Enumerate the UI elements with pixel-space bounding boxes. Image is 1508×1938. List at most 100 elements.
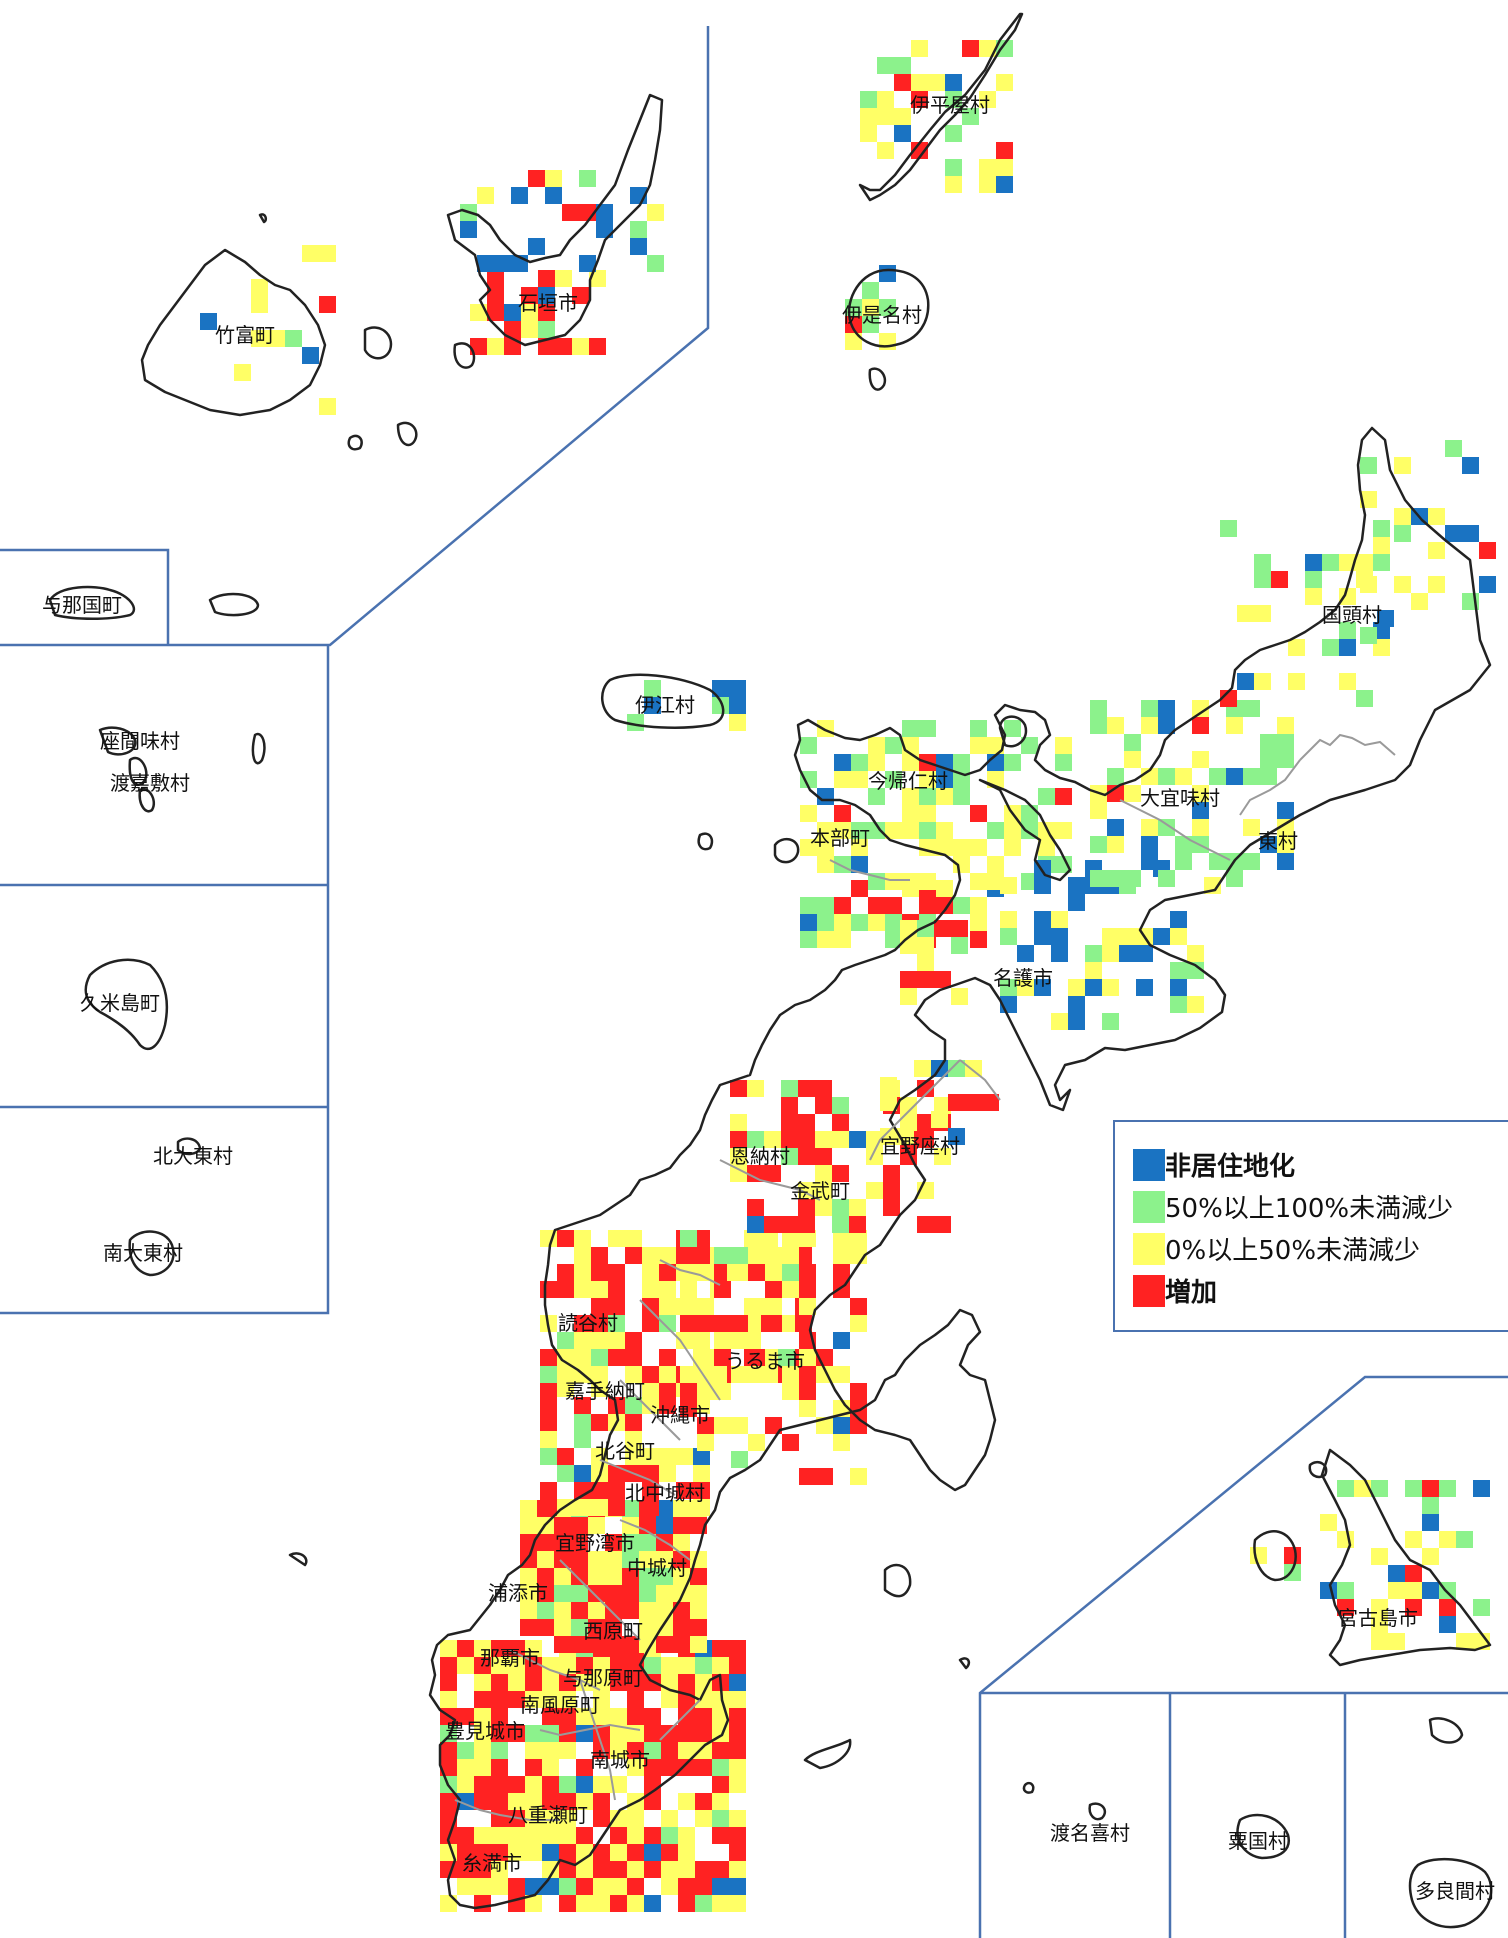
mesh-cell [1107,717,1124,734]
mesh-cell [596,221,613,238]
mesh-cell [542,1793,559,1810]
mesh-cell [747,1131,764,1148]
mesh-cell [936,839,953,856]
mesh-cell [1175,853,1192,870]
mesh-cell [862,299,879,316]
mesh-cell [695,1878,712,1895]
mesh-cell [591,1332,608,1349]
mesh-cell [695,1759,712,1776]
mesh-cell [868,754,885,771]
mesh-cell [690,1568,707,1585]
mesh-cell [712,1759,729,1776]
mesh-cell [440,1895,457,1912]
mesh-cell [970,897,987,914]
mesh-cell [576,1657,593,1674]
mesh-cell [540,1397,557,1414]
mesh-cell [639,1602,656,1619]
place-label-itoman: 糸満市 [462,1851,522,1875]
mesh-cell [680,1230,697,1247]
miyakojima-coast [1320,1448,1492,1667]
mesh-cell [1405,1480,1422,1497]
mesh-cell [1339,554,1356,571]
mesh-cell [559,1827,576,1844]
mesh-cell [576,1827,593,1844]
mesh-cell [919,822,936,839]
mesh-cell [1394,576,1411,593]
mesh-cell [540,1482,557,1499]
mesh-cell [642,1366,659,1383]
mesh-cell [474,1708,491,1725]
mesh-cell [676,1448,693,1465]
mesh-cell [576,1861,593,1878]
mesh-cell [576,1878,593,1895]
mesh-cell [557,1349,574,1366]
mesh-cell [642,1298,659,1315]
mesh-cell [491,1725,508,1742]
mesh-cell [659,1448,676,1465]
place-label-yomitan: 読谷村 [558,1311,618,1335]
mesh-cell [902,788,919,805]
mesh-cell [695,1895,712,1912]
mesh-cell [610,1742,627,1759]
mesh-cell [1141,836,1158,853]
place-label-naha: 那覇市 [480,1646,540,1670]
mesh-cell [782,1281,799,1298]
mesh-cell [693,1247,710,1264]
mesh-cell [525,1759,542,1776]
mesh-cell [1004,822,1021,839]
mesh-cell [508,1640,525,1657]
municipal-boundaries [454,733,1396,1821]
mesh-cell [919,771,936,788]
mesh-cell [457,1776,474,1793]
mesh-cell [487,287,504,304]
mesh-cell [1373,639,1390,656]
mesh-cell [690,1602,707,1619]
mesh-cell [782,1247,799,1264]
mesh-cell [537,1619,554,1636]
mesh-cell [542,1674,559,1691]
mesh-cell [816,1468,833,1485]
mesh-cell [673,1568,690,1585]
mesh-cell [554,1619,571,1636]
mesh-cell [1055,754,1072,771]
mesh-cell [644,1844,661,1861]
mesh-cell [729,1861,746,1878]
mesh-cell [1192,785,1209,802]
mesh-cell [678,1674,695,1691]
mesh-cell [622,1602,639,1619]
mesh-cell [576,1895,593,1912]
mesh-cell [934,1216,951,1233]
mesh-cell [470,338,487,355]
mesh-cell [647,255,664,272]
mesh-cell [576,1793,593,1810]
mesh-cell [557,1448,574,1465]
mesh-cell [729,1742,746,1759]
mesh-cell [1320,1514,1337,1531]
mesh-cell [545,187,562,204]
mesh-cell [945,125,962,142]
mesh-cell [680,1366,697,1383]
mesh-cell [1356,554,1373,571]
mesh-cell [1170,911,1187,928]
mesh-cell [799,1349,816,1366]
mesh-cell [834,822,851,839]
place-label-tarama: 多良間村 [1415,1879,1495,1903]
mesh-cell [1141,819,1158,836]
mesh-cell [588,1551,605,1568]
mesh-cell [680,1281,697,1298]
place-label-motobu: 本部町 [810,826,870,850]
place-label-yaese: 八重瀬町 [508,1803,588,1827]
mesh-cell [894,74,911,91]
mesh-cell [491,1691,508,1708]
place-label-ishigaki: 石垣市 [518,291,578,315]
mesh-cell [782,1434,799,1451]
mesh-cell [1170,928,1187,945]
mesh-cell [542,1742,559,1759]
mesh-cell [900,937,917,954]
mesh-cell [491,1640,508,1657]
mesh-cell [945,91,962,108]
mesh-cell [1141,700,1158,717]
mesh-cell [877,108,894,125]
mesh-cell [764,1165,781,1182]
mesh-cell [440,1674,457,1691]
